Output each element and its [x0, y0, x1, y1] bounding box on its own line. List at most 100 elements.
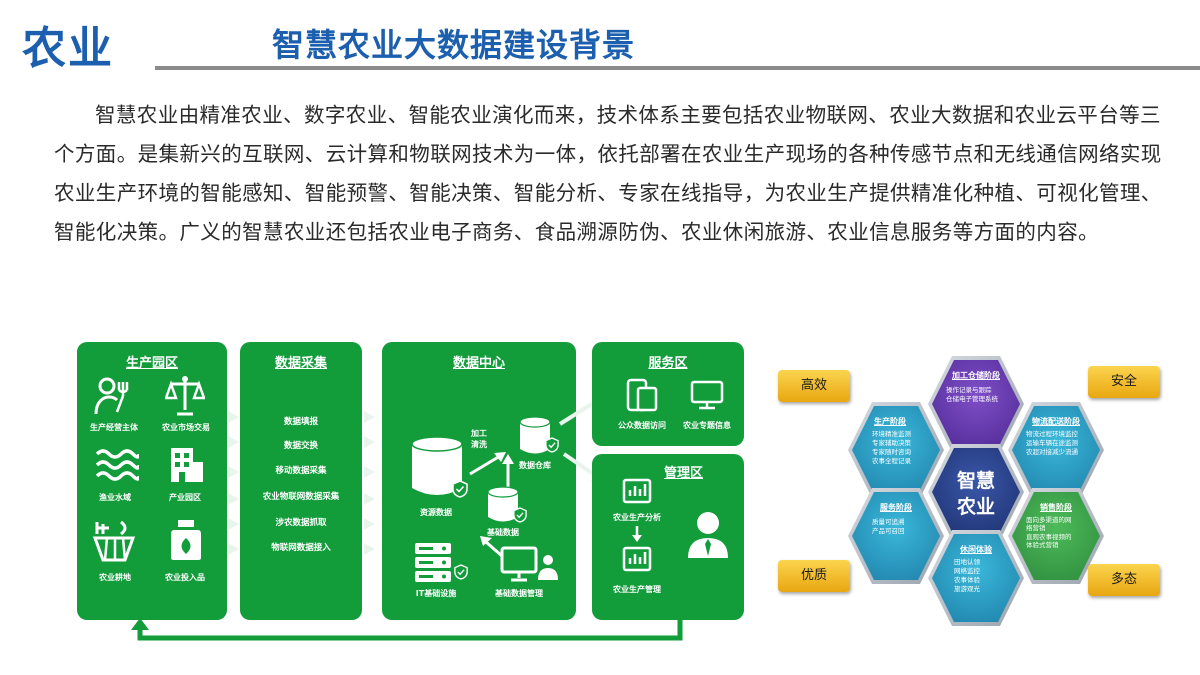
hex-item: 运输车辆在途监测 [1026, 439, 1078, 447]
badge-efficient: 高效 [778, 370, 850, 402]
panel-production-park: 生产园区 生产经营主体 农业市场交易 渔业水域 产业园区 [77, 342, 227, 620]
hex-item: 面向多渠道的网 [1026, 516, 1072, 524]
shield-check-icon [454, 564, 468, 580]
farmer-icon [94, 377, 129, 415]
flow-arrow [364, 518, 375, 530]
arrow-up-right-icon [469, 452, 506, 476]
hex-service: 服务阶段 质量可追溯 产品可召回 [848, 488, 944, 584]
flow-arrow [364, 543, 375, 555]
center-label-line2: 农业 [956, 496, 995, 518]
collect-item: 移动数据采集 [275, 466, 327, 476]
hex-item: 农事全程记录 [872, 457, 911, 465]
hex-sales-title: 销售阶段 [1040, 503, 1072, 512]
farmland-icon [92, 520, 136, 562]
hex-service-title: 服务阶段 [880, 503, 912, 512]
database-icon [487, 486, 519, 522]
shield-check-icon [513, 507, 527, 523]
monitor-user-icon [500, 546, 558, 582]
hex-item: 专家辅助决策 [872, 439, 911, 447]
park-item-inputs: 农业投入品 [165, 573, 205, 582]
server-rack-icon [415, 543, 451, 582]
it-infrastructure-label: IT基础设施 [415, 589, 457, 598]
hex-item: 环境精准监测 [872, 430, 911, 438]
flow-arrow [228, 493, 239, 505]
hex-processing: 加工仓储阶段 操作记录与跟踪 仓储电子管理系统 [928, 356, 1024, 452]
page-title: 智慧农业大数据建设背景 [272, 26, 636, 64]
flow-arrow [364, 436, 375, 448]
hex-production: 生产阶段 环境精准监测 专家辅助决策 专家随时咨询 农事全程记录 [848, 402, 944, 498]
shield-check-icon [452, 480, 468, 498]
panel-management-area-title: 管理区 [664, 466, 704, 481]
panel-data-collection: 数据采集 数据填报 数据交换 移动数据采集 农业物联网数据采集 涉农数据抓取 物… [240, 342, 362, 620]
building-icon [171, 448, 203, 482]
park-item-farmland: 农业耕地 [99, 573, 131, 582]
feedback-loop-arrow [131, 618, 683, 641]
chart-icon [622, 478, 652, 504]
panel-service-area: 服务区 公众数据访问 农业专题信息 [592, 342, 744, 446]
database-icon [411, 436, 463, 495]
arrow-up-left-icon [480, 536, 503, 558]
panel-data-center: 数据中心 资源数据 加工 清洗 数据仓库 [382, 342, 576, 620]
intro-paragraph: 智慧农业由精准农业、数字农业、智能农业演化而来，技术体系主要包括农业物联网、农业… [54, 103, 1162, 244]
park-item-fishery: 渔业水域 [99, 493, 131, 502]
chart-icon [622, 546, 652, 572]
process-label: 加工 清洗 [471, 429, 487, 449]
hex-logistics: 物流配送阶段 物流过程环境监控 运输车辆在途监测 农超对接减少流通 [1008, 402, 1104, 498]
flow-arrow [228, 466, 239, 478]
flow-arrow [228, 436, 239, 448]
hex-item: 仓储电子管理系统 [946, 395, 998, 403]
hex-processing-title: 加工仓储阶段 [952, 371, 1000, 380]
panel-service-area-title: 服务区 [648, 356, 688, 371]
base-data-label: 基础数据 [487, 528, 519, 537]
flow-arrow [364, 466, 375, 478]
monitor-icon [690, 380, 724, 410]
hex-leisure-title: 休闲体验 [960, 545, 992, 554]
hex-center: 智慧 农业 [928, 444, 1024, 540]
collect-item: 物联网数据接入 [271, 543, 331, 553]
flow-arrow [364, 411, 375, 423]
panel-production-park-title: 生产园区 [125, 356, 178, 371]
hex-item: 专家随时咨询 [872, 448, 911, 456]
title-divider [155, 66, 1200, 70]
hex-item: 质量可追溯 [872, 518, 905, 526]
collect-item: 涉农数据抓取 [275, 518, 327, 528]
shield-check-icon [545, 437, 559, 453]
badge-quality: 优质 [778, 560, 850, 592]
data-warehouse-label: 数据仓库 [519, 461, 551, 470]
hex-item: 络营销 [1026, 524, 1046, 532]
section-logo: 农业 [22, 23, 114, 74]
database-icon [519, 416, 551, 454]
badge-safe: 安全 [1088, 366, 1160, 398]
hex-item: 操作记录与跟踪 [946, 386, 992, 394]
manage-analysis-label: 农业生产分析 [613, 513, 661, 522]
hex-production-title: 生产阶段 [874, 417, 906, 426]
hex-item: 物流过程环境监控 [1026, 430, 1078, 438]
hex-item: 直观农事视频的 [1026, 533, 1072, 541]
hex-item: 农事体验 [954, 576, 980, 584]
fertilizer-icon [171, 520, 201, 560]
user-icon [688, 512, 728, 558]
water-icon [95, 449, 139, 481]
park-item-industrial: 产业园区 [169, 493, 201, 502]
park-item-market: 农业市场交易 [162, 423, 210, 432]
collect-item: 数据填报 [283, 417, 318, 427]
badge-diverse: 多态 [1088, 564, 1160, 596]
resource-data-label: 资源数据 [420, 508, 452, 517]
flow-arrow [364, 493, 375, 505]
collect-item: 农业物联网数据采集 [262, 492, 340, 502]
phone-tablet-icon [626, 378, 658, 412]
hex-item: 产品可召回 [872, 527, 905, 535]
flow-arrow [228, 411, 239, 423]
arrow-down-icon [632, 526, 642, 542]
panel-data-center-title: 数据中心 [452, 356, 505, 371]
hex-item: 旅游观光 [954, 585, 980, 593]
arrow-up-icon [502, 454, 514, 487]
flow-arrow [228, 543, 239, 555]
center-label-line1: 智慧 [956, 470, 995, 492]
hex-item: 农超对接减少流通 [1026, 448, 1078, 456]
collect-item: 数据交换 [283, 441, 318, 451]
flow-arrow [228, 518, 239, 530]
panel-data-collection-title: 数据采集 [274, 356, 327, 371]
service-item-topic-info: 农业专题信息 [683, 421, 731, 430]
panel-management-area: 管理区 农业生产分析 农业生产管理 [592, 454, 744, 620]
